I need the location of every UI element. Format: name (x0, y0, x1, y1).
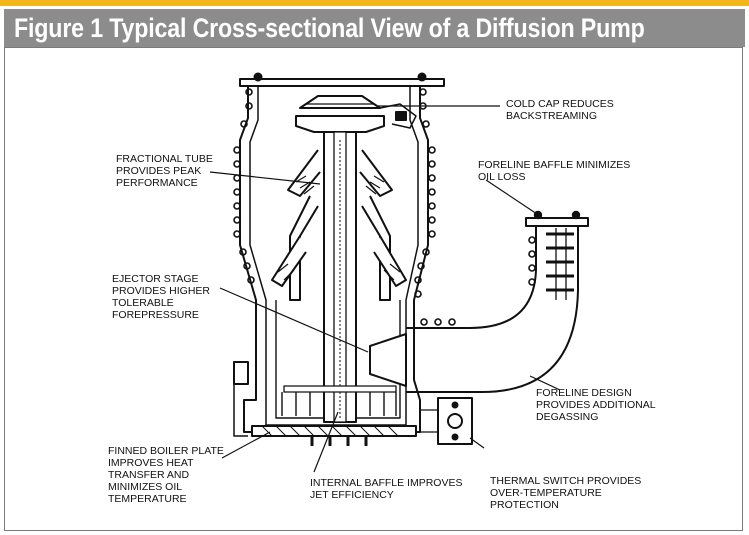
second-jet-right (359, 149, 393, 197)
accent-top-line (0, 0, 749, 6)
label-foreline-baffle: FORELINE BAFFLE MINIMIZES OIL LOSS (478, 159, 633, 183)
inlet-flange (239, 78, 445, 87)
cold-cap-mount (395, 111, 407, 121)
label-cold-cap: COLD CAP REDUCES BACKSTREAMING (506, 98, 617, 122)
label-thermal-switch: THERMAL SWITCH PROVIDES OVER-TEMPERATURE… (490, 475, 644, 511)
ejector-stage (369, 333, 407, 387)
finned-boiler-plate (251, 425, 417, 437)
foreline-flange (525, 217, 589, 227)
top-jet-cap (295, 115, 385, 133)
label-foreline-design: FORELINE DESIGN PROVIDES ADDITIONAL DEGA… (536, 387, 658, 423)
flange-bolt (417, 72, 427, 82)
lower-jet-right (373, 235, 407, 287)
foreline-lower-wall (406, 226, 579, 393)
lower-jet-left (271, 235, 307, 287)
figure-title: Figure 1 Typical Cross-sectional View of… (14, 13, 645, 43)
label-ejector-stage: EJECTOR STAGE PROVIDES HIGHER TOLERABLE … (112, 273, 213, 321)
second-jet-left (287, 149, 321, 197)
figure-header: Figure 1 Typical Cross-sectional View of… (4, 9, 745, 47)
label-finned-boiler: FINNED BOILER PLATE IMPROVES HEAT TRANSF… (108, 445, 227, 505)
foreline-upper-wall (406, 226, 537, 329)
label-fractional-tube: FRACTIONAL TUBE PROVIDES PEAK PERFORMANC… (116, 153, 216, 189)
third-jet-left (289, 195, 319, 301)
flange-bolt (253, 72, 263, 82)
figure-frame (4, 47, 743, 531)
terminal-box (233, 361, 249, 385)
label-internal-baffle: INTERNAL BAFFLE IMPROVES JET EFFICIENCY (310, 477, 465, 501)
cold-cap-bracket (379, 103, 417, 129)
foreline-baffle-plates (546, 232, 574, 292)
leader-lines (209, 105, 561, 473)
cold-cap (299, 95, 381, 109)
cooling-coils (233, 88, 536, 326)
third-jet-right (361, 195, 391, 301)
